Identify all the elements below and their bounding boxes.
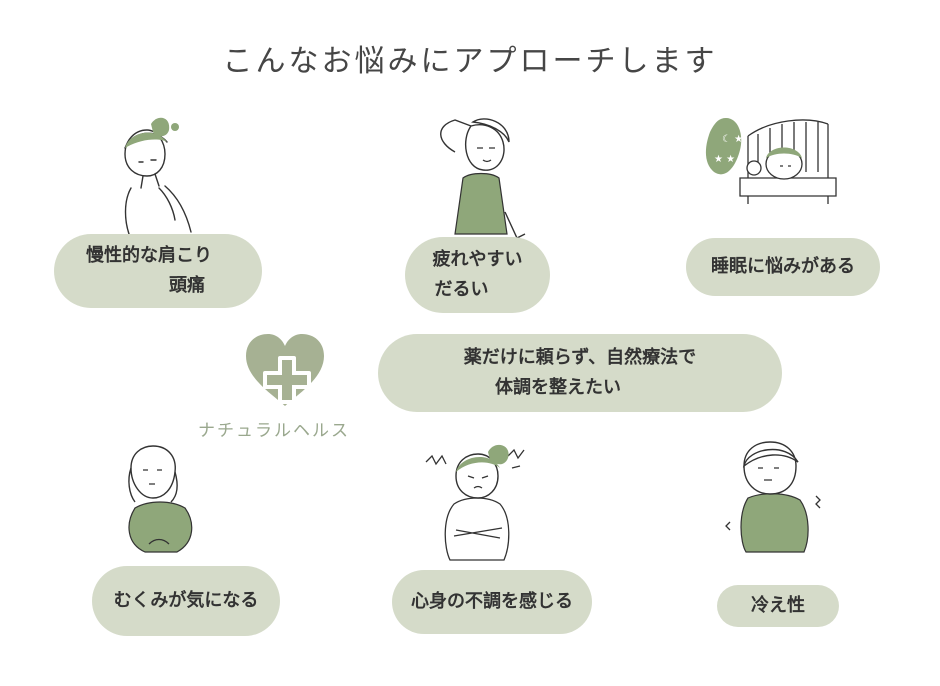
concern-text: 心身の不調を感じる	[411, 591, 573, 612]
woman-shoulder-pain-icon	[124, 117, 192, 235]
concern-pill-shoulder-headache: 慢性的な肩こり 頭痛	[54, 234, 262, 308]
woman-tired-icon	[440, 118, 526, 239]
woman-irritated-icon	[425, 444, 525, 561]
concern-text: 疲れやすい	[432, 249, 523, 270]
concern-text: 冷え性	[751, 595, 805, 616]
brand-name: ナチュラルヘルス	[198, 421, 350, 441]
concern-text: 頭痛	[169, 275, 205, 296]
woman-cold-icon	[725, 441, 821, 553]
concern-text: 薬だけに頼らず、自然療法で	[463, 347, 697, 368]
concern-text: 慢性的な肩こり	[86, 245, 212, 266]
woman-swelling-icon	[128, 445, 193, 553]
svg-text:★ ★: ★ ★	[714, 154, 735, 165]
woman-sleepless-icon: ☾ ★ ★ ★	[705, 118, 837, 204]
concern-text: 体調を整えたい	[495, 377, 621, 398]
concern-text: 睡眠に悩みがある	[711, 256, 855, 277]
concern-pill-mind-body: 心身の不調を感じる	[392, 570, 592, 634]
concern-text: むくみが気になる	[113, 590, 259, 611]
concern-pill-cold: 冷え性	[717, 585, 839, 627]
concern-text: だるい	[434, 279, 489, 300]
svg-text:☾ ★: ☾ ★	[722, 134, 743, 145]
concern-pill-sleep: 睡眠に悩みがある	[686, 238, 880, 296]
concern-pill-swelling: むくみが気になる	[92, 566, 280, 636]
page-title: こんなお悩みにアプローチします	[222, 44, 718, 79]
concern-pill-natural-therapy: 薬だけに頼らず、自然療法で 体調を整えたい	[378, 334, 782, 412]
heart-plus-logo-icon	[246, 334, 324, 406]
concern-pill-fatigue: 疲れやすい だるい	[405, 237, 550, 313]
